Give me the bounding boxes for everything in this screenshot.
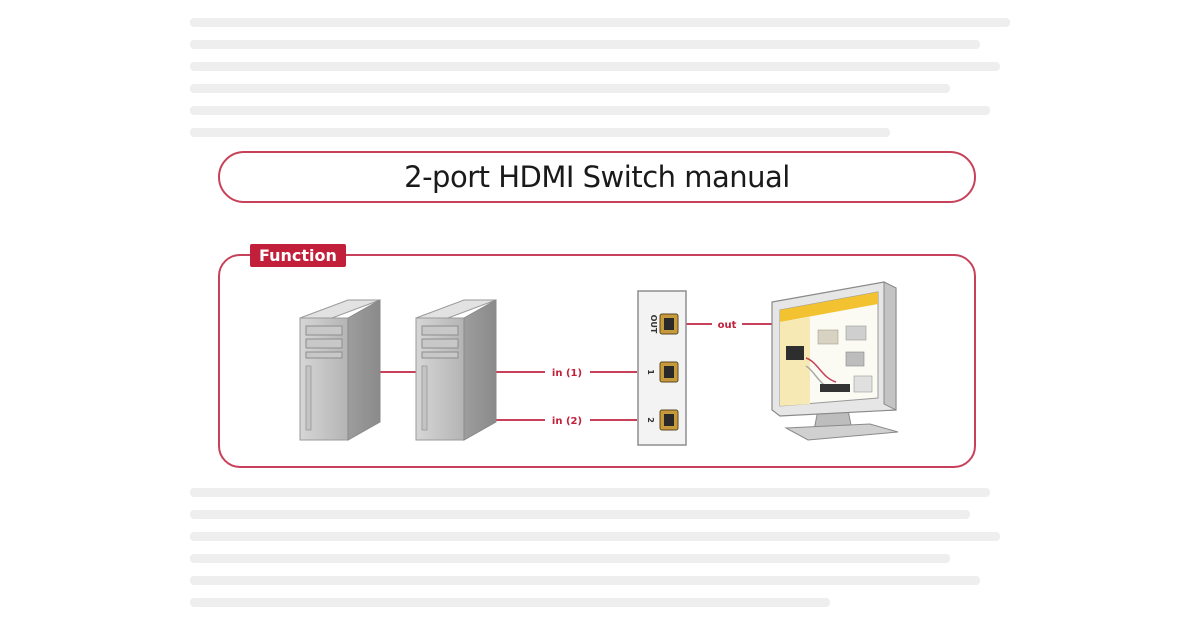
hdmi-switch: OUT 1 2 [637,290,687,446]
in2-label: in (2) [552,416,582,427]
title-banner: 2-port HDMI Switch manual [218,151,976,203]
hdmi-port-out: OUT [649,313,679,335]
hdmi-port-2: 2 [646,409,679,431]
monitor [771,281,899,441]
hdmi-port-1: 1 [646,361,679,383]
pc-tower-2 [415,299,497,441]
port-2-label: 2 [646,417,655,423]
pc-tower-1 [299,299,381,441]
page-title: 2-port HDMI Switch manual [404,160,790,194]
port-out-label: OUT [649,315,658,334]
function-label: Function [250,244,346,267]
in1-label: in (1) [552,368,582,379]
out-label: out [718,320,737,331]
port-1-label: 1 [646,369,655,375]
